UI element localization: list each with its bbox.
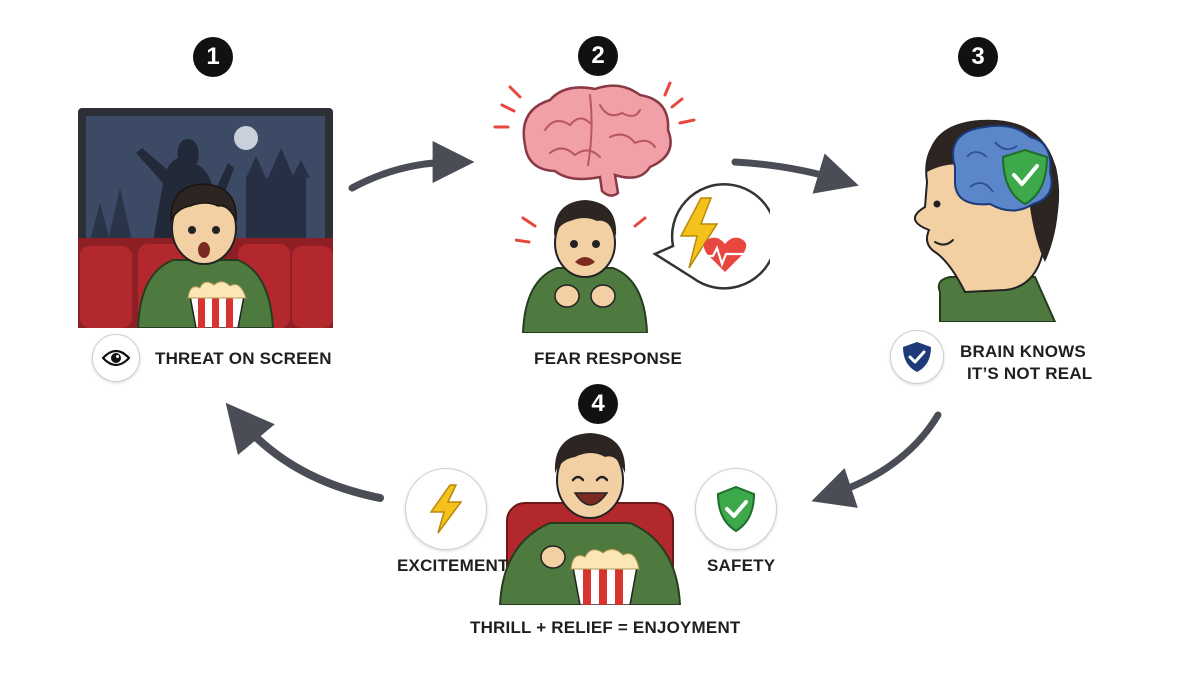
arrow-4-to-1 bbox=[225, 402, 384, 502]
step-1-number: 1 bbox=[206, 43, 220, 70]
safety-icon-circle bbox=[695, 468, 777, 550]
step-4-number: 4 bbox=[591, 390, 605, 417]
step-2-badge: 2 bbox=[578, 36, 618, 76]
enjoyment-caption: THRILL + RELIEF = ENJOYMENT bbox=[470, 618, 741, 637]
step-3-label-line1: BRAIN KNOWS bbox=[960, 342, 1086, 361]
brain-knows-head-illustration bbox=[914, 119, 1060, 322]
step-4-badge: 4 bbox=[578, 384, 618, 424]
eye-icon bbox=[102, 349, 130, 367]
moon-icon bbox=[234, 126, 258, 150]
step-1-label: THREAT ON SCREEN bbox=[155, 349, 332, 368]
happy-boy-popcorn-illustration bbox=[498, 433, 682, 605]
excitement-label: EXCITEMENT bbox=[397, 556, 509, 575]
step-3-number: 3 bbox=[971, 43, 985, 70]
step-2-label: FEAR RESPONSE bbox=[534, 349, 683, 368]
popcorn-bucket bbox=[187, 281, 247, 328]
arrow-1-to-2 bbox=[348, 141, 475, 192]
lightning-icon bbox=[679, 197, 719, 269]
arrow-3-to-4 bbox=[811, 411, 942, 508]
shield-check-icon bbox=[716, 486, 756, 532]
step-1-badge: 1 bbox=[193, 37, 233, 77]
lightning-icon bbox=[429, 484, 463, 534]
eye-icon-circle bbox=[92, 334, 140, 382]
scared-boy-illustration bbox=[515, 200, 649, 333]
arrow-2-to-3 bbox=[731, 153, 859, 194]
step-3-badge: 3 bbox=[958, 37, 998, 77]
safety-label: SAFETY bbox=[707, 556, 776, 575]
shield-icon bbox=[903, 342, 931, 372]
shield-icon-circle bbox=[890, 330, 944, 384]
castle-silhouette bbox=[246, 148, 310, 241]
brain-illustration bbox=[493, 81, 696, 197]
step-3-label-line2: IT’S NOT REAL bbox=[967, 364, 1093, 383]
movie-theater-illustration bbox=[78, 108, 333, 328]
green-shield-check-icon bbox=[1001, 148, 1049, 206]
popcorn-bucket bbox=[570, 549, 640, 605]
step-2-number: 2 bbox=[591, 42, 605, 69]
excitement-icon-circle bbox=[405, 468, 487, 550]
fear-speech-bubble bbox=[652, 183, 770, 290]
